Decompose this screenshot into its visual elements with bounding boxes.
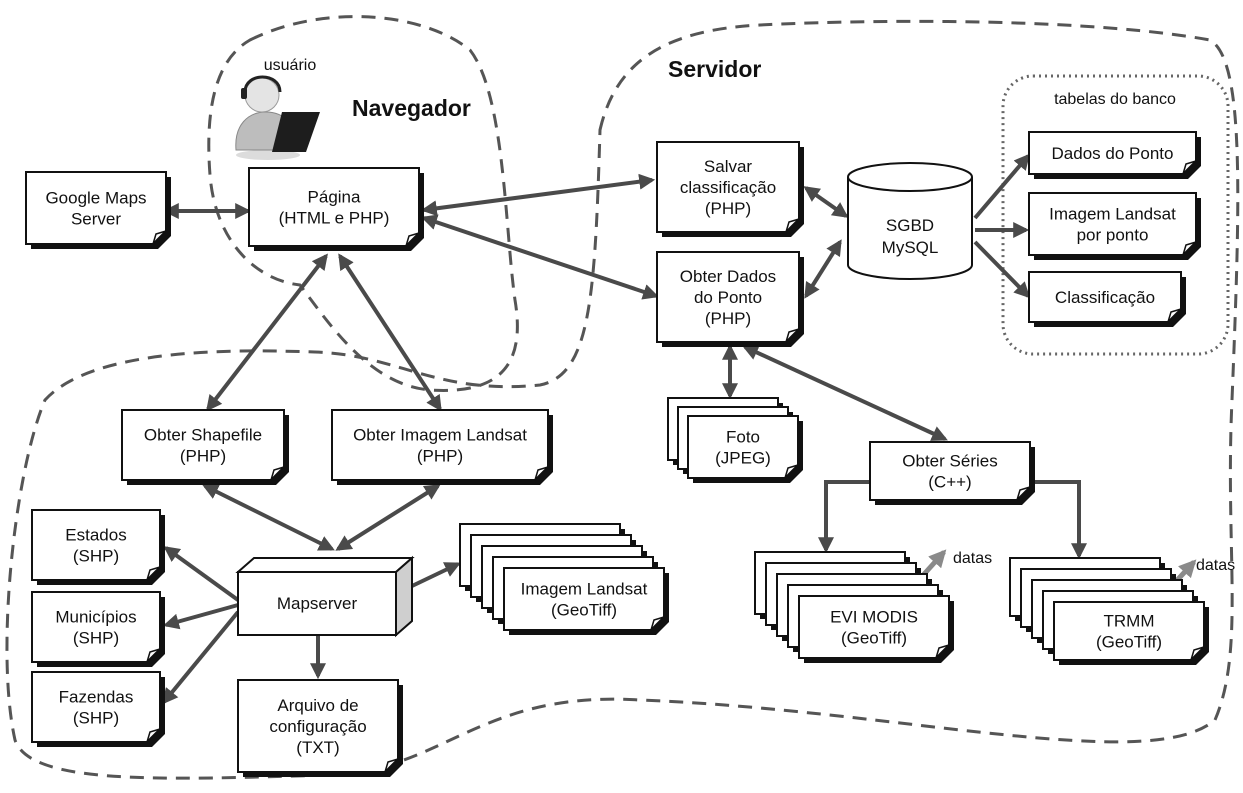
node-label: (TXT): [296, 738, 339, 757]
node-label: Estados: [65, 526, 126, 545]
node-label: Salvar: [704, 157, 753, 176]
usuario-label: usuário: [264, 57, 317, 74]
node-label: por ponto: [1077, 226, 1149, 245]
classificacao-node: Classificação: [1028, 271, 1186, 327]
node-label: Obter Séries: [902, 452, 997, 471]
node-label: (GeoTiff): [1096, 633, 1162, 652]
tabelas-label: tabelas do banco: [1054, 91, 1176, 108]
datas-label-trmm: datas: [1196, 557, 1235, 574]
node-label: Municípios: [55, 608, 136, 627]
node-label: Google Maps: [45, 189, 146, 208]
node-label: MySQL: [882, 238, 939, 257]
tabelas-region: [1001, 74, 1230, 356]
navegador-region: [207, 15, 519, 392]
salvar-classificacao-node: Salvar classificação (PHP): [656, 141, 804, 237]
node-label: Fazendas: [59, 688, 134, 707]
node-label: (GeoTiff): [841, 629, 907, 648]
trmm-stack-node: TRMM (GeoTiff): [1009, 557, 1209, 665]
node-label: Classificação: [1055, 288, 1155, 307]
node-label: (SHP): [73, 629, 119, 648]
dados-do-ponto-node: Dados do Ponto: [1028, 131, 1201, 179]
node-label: Obter Dados: [680, 267, 776, 286]
evi-modis-stack-node: EVI MODIS (GeoTiff): [754, 551, 954, 663]
imagem-landsat-por-ponto-node: Imagem Landsat por ponto: [1028, 192, 1201, 260]
mapserver-node: Mapserver: [235, 555, 415, 638]
node-label: (JPEG): [715, 449, 771, 468]
node-label: SGBD: [886, 216, 934, 235]
node-label: Imagem Landsat: [521, 580, 648, 599]
node-label: (HTML e PHP): [279, 209, 390, 228]
node-label: (SHP): [73, 709, 119, 728]
node-label: (PHP): [705, 309, 751, 328]
node-label: Página: [308, 188, 361, 207]
node-label: Imagem Landsat: [1049, 205, 1176, 224]
node-label: (GeoTiff): [551, 601, 617, 620]
foto-stack-node: Foto (JPEG): [667, 397, 803, 483]
node-label: Foto: [726, 428, 760, 447]
servidor-label: Servidor: [668, 56, 761, 82]
obter-series-node: Obter Séries (C++): [869, 441, 1035, 505]
datas-label-modis: datas: [953, 550, 992, 567]
node-label: (C++): [928, 473, 971, 492]
node-label: Obter Shapefile: [144, 426, 262, 445]
user-at-laptop-icon: [235, 75, 320, 160]
node-label: Obter Imagem Landsat: [353, 426, 527, 445]
estados-node: Estados (SHP): [31, 509, 165, 585]
node-label: classificação: [680, 178, 776, 197]
node-label: (PHP): [180, 447, 226, 466]
navegador-label: Navegador: [352, 95, 471, 121]
arquivo-configuracao-node: Arquivo de configuração (TXT): [237, 679, 403, 777]
node-label: (PHP): [705, 199, 751, 218]
municipios-node: Municípios (SHP): [31, 591, 165, 667]
node-label: EVI MODIS: [830, 608, 918, 627]
node-label: Arquivo de: [277, 696, 358, 715]
obter-imagem-landsat-node: Obter Imagem Landsat (PHP): [331, 409, 553, 485]
node-label: (PHP): [417, 447, 463, 466]
obter-shapefile-node: Obter Shapefile (PHP): [121, 409, 289, 485]
node-label: Dados do Ponto: [1052, 144, 1174, 163]
fazendas-node: Fazendas (SHP): [31, 671, 165, 747]
node-label: TRMM: [1104, 612, 1155, 631]
pagina-node: Página (HTML e PHP): [248, 167, 424, 251]
imagem-landsat-stack-node: Imagem Landsat (GeoTiff): [459, 523, 669, 635]
node-label: do Ponto: [694, 288, 762, 307]
node-label: Server: [71, 210, 121, 229]
node-label: Mapserver: [277, 594, 358, 613]
node-label: (SHP): [73, 547, 119, 566]
sgbd-mysql-node: SGBD MySQL: [847, 162, 973, 280]
obter-dados-ponto-node: Obter Dados do Ponto (PHP): [656, 251, 804, 347]
connectors: [161, 153, 1197, 705]
node-label: configuração: [269, 717, 366, 736]
